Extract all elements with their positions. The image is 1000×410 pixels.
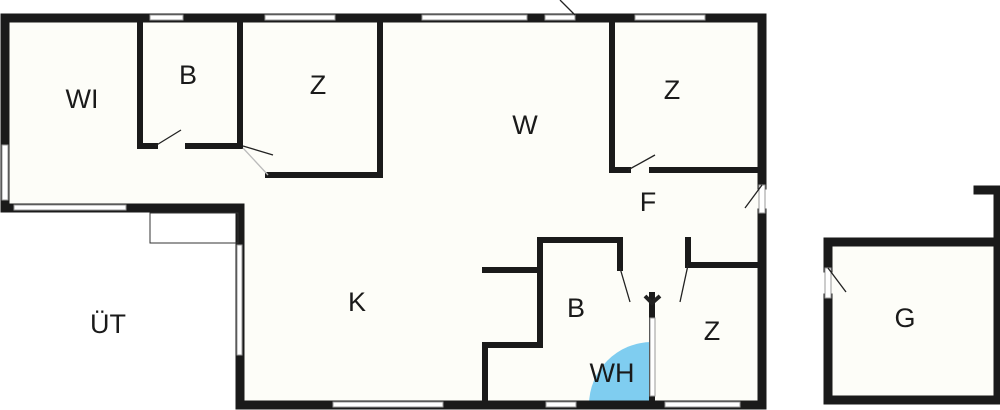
windows [1,14,832,408]
floor-area [5,18,998,405]
room-label-f: F [640,187,657,217]
room-label-z-bottom: Z [704,316,721,346]
garage-walls [823,185,1000,405]
room-label-z-top-right: Z [664,75,681,105]
room-label-g: G [894,303,915,333]
room-label-wh: WH [590,358,635,388]
porch-step [149,212,239,244]
room-label-b-bottom: B [567,293,585,323]
room-label-z-top-left: Z [310,70,327,100]
whirlpool-shape [589,342,652,405]
room-label-wi: WI [66,84,99,114]
room-label-ut: ÜT [90,309,126,339]
room-label-b-top: B [179,60,197,90]
doors [154,0,847,306]
room-label-w: W [512,110,538,140]
room-label-k: K [348,287,366,317]
